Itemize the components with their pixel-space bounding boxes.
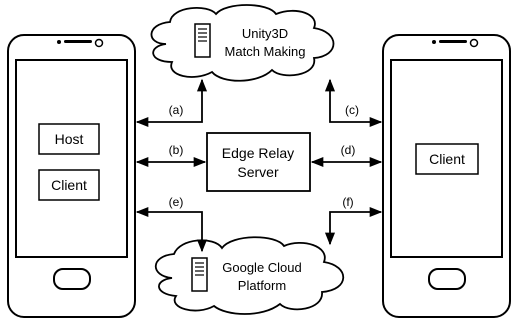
- right-phone: Client: [382, 34, 511, 318]
- client-label-right: Client: [429, 151, 465, 167]
- edge-label-c: (c): [345, 103, 359, 117]
- matchmaking-label-line1: Unity3D: [242, 26, 288, 41]
- client-box-right: [415, 143, 479, 175]
- edge-label-f: (f): [342, 195, 353, 209]
- host-box: [38, 123, 100, 155]
- edge-label-b: (b): [169, 143, 184, 157]
- connector-a: [135, 78, 208, 128]
- google-cloud: Google Cloud Platform: [154, 236, 344, 315]
- matchmaking-label-line2: Match Making: [225, 44, 306, 59]
- connector-c: [324, 78, 383, 128]
- left-phone: Host Client: [7, 34, 136, 318]
- server-icon-bottom: [191, 257, 208, 292]
- client-label-left: Client: [51, 177, 87, 193]
- edge-relay-label-line1: Edge Relay: [222, 145, 294, 161]
- google-cloud-label-line2: Platform: [238, 278, 286, 293]
- client-box-left: [38, 169, 100, 201]
- edge-label-a: (a): [169, 103, 184, 117]
- matchmaking-cloud: Unity3D Match Making: [150, 4, 335, 82]
- edge-label-d: (d): [341, 143, 356, 157]
- edge-relay-label-line2: Server: [237, 164, 279, 180]
- connector-f: [324, 206, 383, 246]
- edge-relay-server: Edge Relay Server: [206, 132, 311, 192]
- edge-label-e: (e): [169, 195, 184, 209]
- server-icon-top: [194, 23, 211, 58]
- google-cloud-label-line1: Google Cloud: [222, 260, 302, 275]
- host-label: Host: [55, 131, 84, 147]
- connector-e: [135, 206, 208, 253]
